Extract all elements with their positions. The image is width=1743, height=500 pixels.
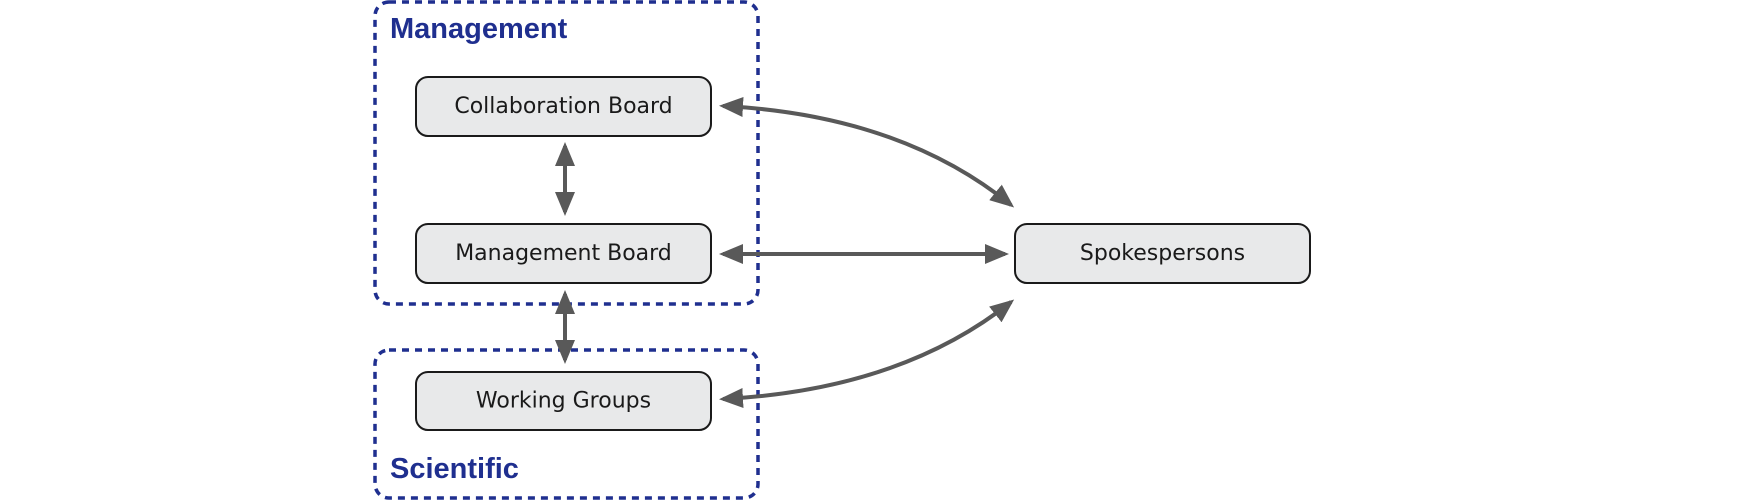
node-working-groups: Working Groups xyxy=(415,371,712,431)
node-spokespersons-label: Spokespersons xyxy=(1080,241,1245,266)
node-spokespersons-box xyxy=(1014,223,1311,284)
node-working-groups-label: Working Groups xyxy=(476,389,651,414)
edge-working-groups-spokespersons xyxy=(719,299,1015,408)
node-management-board-box xyxy=(415,223,712,284)
edge-collaboration-spokespersons xyxy=(719,97,1015,208)
node-management-board: Management Board xyxy=(415,223,712,284)
scientific-group: Scientific xyxy=(373,348,760,500)
node-management-board-label: Management Board xyxy=(455,241,672,266)
scientific-group-title: Scientific xyxy=(390,453,519,485)
management-group-title: Management xyxy=(390,13,568,45)
node-working-groups-box xyxy=(415,371,712,431)
edges xyxy=(555,97,1015,408)
node-spokespersons: Spokespersons xyxy=(1014,223,1311,284)
node-collaboration-board-box xyxy=(415,76,712,137)
node-collaboration-board-label: Collaboration Board xyxy=(454,94,672,119)
scientific-group-border xyxy=(373,348,760,500)
node-collaboration-board: Collaboration Board xyxy=(415,76,712,137)
